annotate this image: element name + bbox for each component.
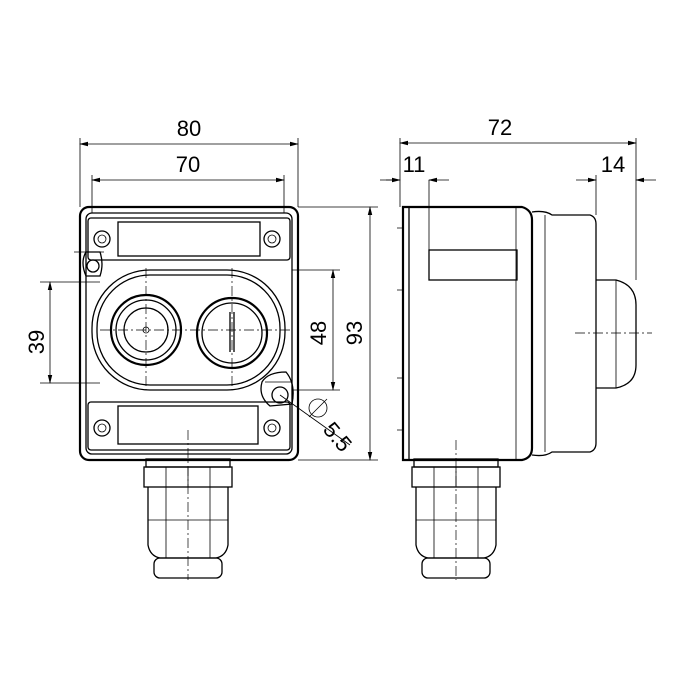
bottom-right-mount-ear — [260, 371, 294, 407]
front-cable-gland — [143, 458, 233, 579]
bottom-left-screw — [93, 419, 111, 437]
top-left-mount-ear — [74, 251, 104, 277]
dim-side-front-offset: 11 — [403, 152, 426, 177]
dim-front-button-spacing: 39 — [24, 330, 49, 354]
dim-front-inner-width: 70 — [176, 152, 200, 177]
top-label-plate — [87, 217, 291, 261]
dim-front-height-total: 93 — [342, 321, 367, 345]
bottom-right-screw — [263, 419, 281, 437]
top-label-window — [117, 221, 261, 257]
dim-side-button-protrusion: 14 — [601, 152, 625, 177]
side-dimensions: 72 11 14 — [380, 115, 656, 280]
dim-front-outer-width: 80 — [177, 116, 201, 141]
dim-mount-hole-diameter: 5.5 — [318, 417, 357, 457]
front-dimensions: 80 70 93 48 39 5.5 — [24, 116, 378, 461]
side-housing-body — [401, 205, 534, 462]
side-internal-cavity — [428, 249, 518, 281]
top-right-screw — [263, 230, 281, 248]
side-cover — [531, 210, 597, 457]
dim-front-height-inner: 48 — [306, 321, 331, 345]
front-housing-inner — [85, 212, 293, 455]
front-housing-outer — [78, 205, 300, 462]
side-view — [397, 180, 652, 580]
top-left-screw — [93, 230, 111, 248]
front-view — [74, 205, 300, 580]
bottom-label-plate — [87, 401, 291, 451]
dim-side-depth-total: 72 — [488, 115, 512, 140]
side-button-protrusion — [596, 279, 637, 389]
